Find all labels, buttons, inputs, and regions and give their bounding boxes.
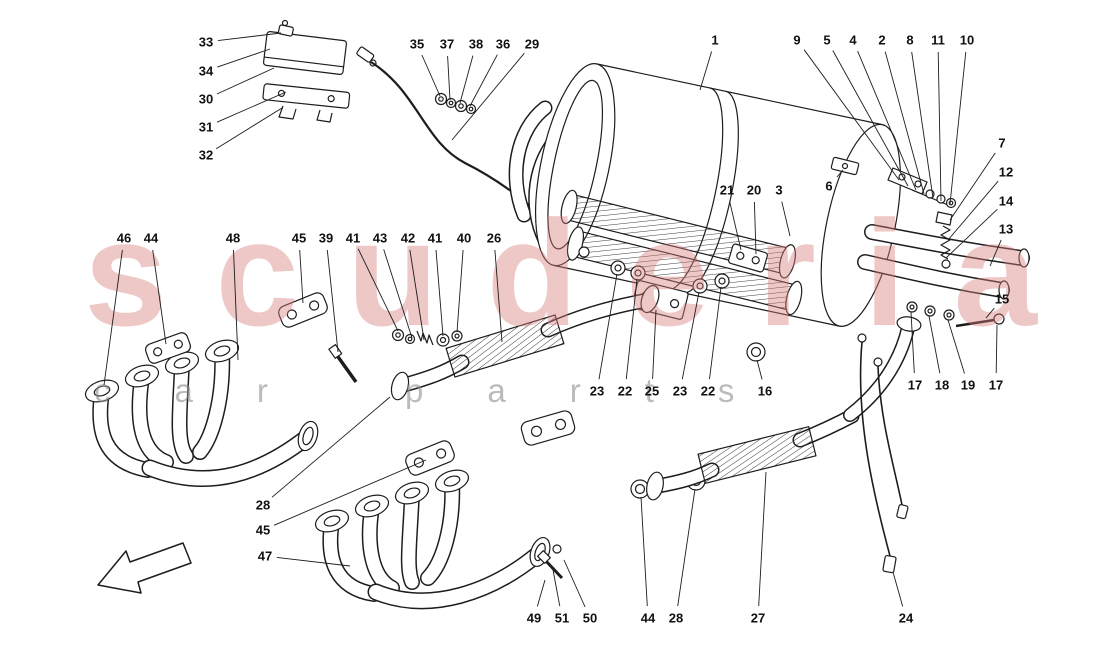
leader-line-43 bbox=[383, 249, 413, 339]
leader-line-30 bbox=[216, 67, 275, 95]
lambda-sensor-wires bbox=[857, 333, 909, 574]
leader-line-44 bbox=[640, 496, 648, 607]
leader-line-36 bbox=[469, 54, 498, 107]
mid-gaskets-flanges bbox=[578, 243, 768, 362]
leader-line-25 bbox=[652, 309, 657, 380]
right-fixings bbox=[906, 301, 1005, 328]
leader-line-16 bbox=[756, 359, 763, 380]
leader-line-22 bbox=[625, 278, 638, 380]
leader-line-50 bbox=[563, 559, 586, 608]
silencer-bracket bbox=[830, 156, 860, 176]
silencer-mount-hardware bbox=[887, 167, 957, 269]
leader-line-18 bbox=[928, 315, 941, 374]
leader-line-35 bbox=[421, 54, 441, 97]
leader-line-2 bbox=[884, 51, 925, 195]
leader-line-1 bbox=[699, 51, 713, 91]
leader-line-45 bbox=[299, 249, 304, 304]
direction-arrow bbox=[97, 542, 192, 594]
leader-line-34 bbox=[217, 48, 271, 68]
leader-line-42 bbox=[409, 249, 425, 341]
leader-line-7 bbox=[949, 152, 996, 221]
leader-line-22 bbox=[709, 286, 722, 380]
leader-line-38 bbox=[459, 55, 474, 104]
leader-line-15 bbox=[985, 307, 995, 319]
leader-line-12 bbox=[947, 180, 999, 241]
leader-line-47 bbox=[276, 556, 351, 567]
leader-line-21 bbox=[729, 201, 742, 251]
leader-line-8 bbox=[911, 51, 934, 199]
leader-line-49 bbox=[536, 579, 546, 607]
leader-line-51 bbox=[552, 569, 561, 607]
leader-line-9 bbox=[803, 49, 900, 181]
tail-pipes bbox=[857, 224, 1030, 300]
leader-line-29 bbox=[451, 52, 525, 141]
leader-line-11 bbox=[937, 51, 942, 202]
leader-line-19 bbox=[947, 319, 965, 374]
leader-line-20 bbox=[753, 201, 757, 255]
leader-line-26 bbox=[494, 249, 503, 343]
leader-line-41 bbox=[357, 248, 399, 332]
leader-line-28 bbox=[677, 488, 696, 607]
gasket-middle bbox=[520, 410, 576, 446]
leader-line-40 bbox=[456, 249, 464, 333]
manifold-left bbox=[84, 339, 319, 487]
leader-line-5 bbox=[832, 50, 909, 187]
leader-line-37 bbox=[447, 55, 451, 101]
gasket-45-lower bbox=[405, 440, 455, 476]
gasket-45-upper bbox=[278, 292, 328, 328]
leader-line-33 bbox=[217, 32, 282, 42]
leader-line-4 bbox=[857, 50, 917, 191]
leader-line-32 bbox=[215, 107, 283, 150]
leader-line-41 bbox=[435, 249, 444, 337]
leader-line-48 bbox=[233, 249, 239, 361]
fixing-hardware-top bbox=[434, 92, 477, 115]
leader-line-17 bbox=[910, 311, 915, 374]
manifold-fixings bbox=[328, 328, 463, 384]
leader-line-24 bbox=[892, 571, 904, 607]
leader-line-28 bbox=[271, 396, 391, 498]
leader-line-6 bbox=[836, 169, 844, 178]
leader-line-44 bbox=[152, 249, 167, 345]
leader-line-39 bbox=[326, 249, 339, 353]
leader-line-23 bbox=[681, 291, 700, 380]
leader-line-17 bbox=[995, 324, 998, 374]
leader-line-45 bbox=[273, 459, 427, 526]
manifold-bottom bbox=[314, 469, 551, 610]
leader-line-10 bbox=[949, 51, 967, 205]
leader-line-14 bbox=[945, 208, 998, 259]
leader-line-46 bbox=[103, 249, 123, 386]
leader-line-27 bbox=[758, 471, 767, 607]
leader-line-31 bbox=[216, 91, 287, 123]
catalytic-converter-lower bbox=[630, 316, 922, 501]
leader-line-13 bbox=[989, 239, 1002, 267]
leader-line-23 bbox=[598, 273, 618, 380]
gasket-44 bbox=[144, 332, 192, 364]
collector-bolt bbox=[537, 544, 564, 580]
leader-line-3 bbox=[781, 201, 791, 237]
control-unit-assembly bbox=[262, 19, 351, 123]
